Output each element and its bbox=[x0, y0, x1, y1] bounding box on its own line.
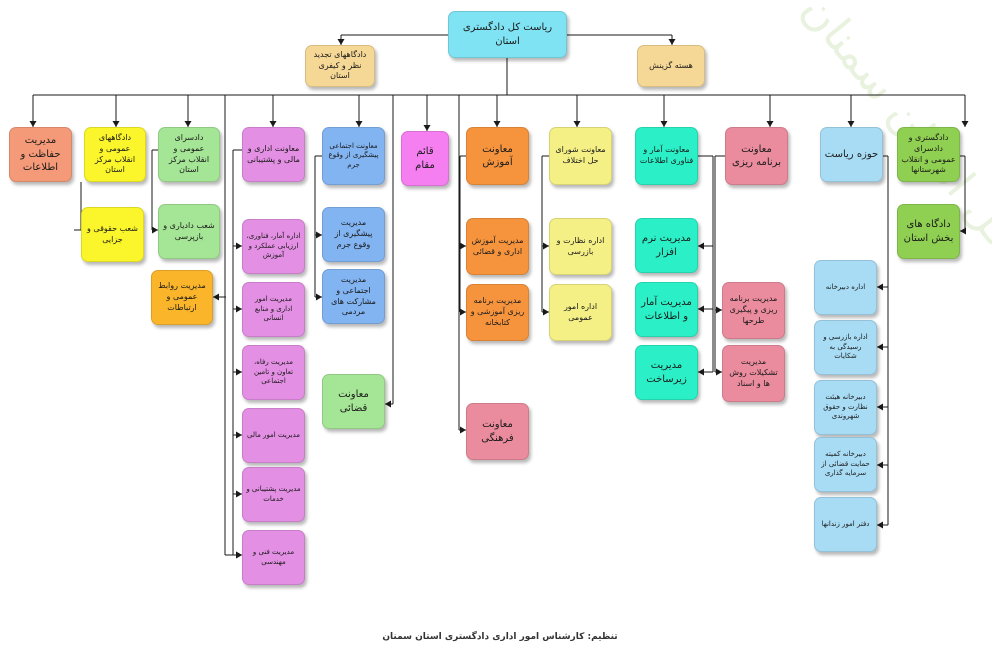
admin-sub2-box: مدیریت امور اداری و منابع انسانی bbox=[242, 282, 305, 337]
connector-arrow bbox=[877, 343, 883, 351]
education-deputy-box: معاونت آموزش bbox=[466, 127, 529, 185]
connector-arrow bbox=[460, 308, 466, 316]
planning-followup-box: مدیریت برنامه ریزی و پیگیری طرحها bbox=[722, 282, 785, 339]
inspection-branches-box: شعب دادیاری و بازپرسی bbox=[158, 204, 220, 259]
credit-footer: تنظیم: کارشناس امور اداری دادگستری استان… bbox=[382, 632, 618, 642]
connector-arrow bbox=[660, 121, 668, 127]
connector-arrow bbox=[337, 39, 345, 45]
district-courts-box: دادگاه های بخش استان bbox=[897, 204, 960, 259]
connector-arrow bbox=[152, 226, 158, 234]
edu-judicial-box: مدیریت آموزش اداری و قضائی bbox=[466, 218, 529, 275]
social-participation-box: مدیریت اجتماعی و مشارکت های مردمی bbox=[322, 269, 385, 324]
connector-arrow bbox=[213, 293, 219, 301]
connector-arrow bbox=[460, 242, 466, 250]
authority-box: قائم مقام bbox=[401, 131, 449, 186]
connector-arrow bbox=[423, 125, 431, 131]
connector-arrow bbox=[698, 242, 704, 250]
methods-box: مدیریت تشکیلات روش ها و اسناد bbox=[722, 345, 785, 402]
connector-arrow bbox=[29, 121, 37, 127]
connector-arrow bbox=[877, 403, 883, 411]
selection-box: هسته گزینش bbox=[637, 45, 705, 87]
connector-arrow bbox=[877, 461, 883, 469]
connector-arrow bbox=[543, 242, 549, 250]
connector-arrow bbox=[316, 293, 322, 301]
office-sub3-box: دبیرخانه هیئت نظارت و حقوق شهروندی bbox=[814, 380, 877, 435]
connector-arrow bbox=[236, 431, 242, 439]
connector-arrow bbox=[766, 121, 774, 127]
judicial-deputy-box: معاونت قضائی bbox=[322, 374, 385, 429]
office-box: حوزه ریاست bbox=[820, 127, 883, 182]
connector-arrow bbox=[493, 121, 501, 127]
admin-sub3-box: مدیریت رفاه، تعاون و تامین اجتماعی bbox=[242, 345, 305, 400]
connector-arrow bbox=[236, 242, 242, 250]
office-sub1-box: اداره دبیرخانه bbox=[814, 260, 877, 315]
public-affairs-box: اداره امور عمومی bbox=[549, 284, 612, 341]
connector-arrow bbox=[236, 305, 242, 313]
it-deputy-box: معاونت آمار و فناوری اطلاعات bbox=[635, 127, 698, 185]
prosecutor-center-box: دادسرای عمومی و انقلاب مرکز استان bbox=[158, 127, 220, 182]
connector-arrow bbox=[573, 121, 581, 127]
admin-sub4-box: مدیریت امور مالی bbox=[242, 408, 305, 463]
admin-deputy-box: معاونت اداری و مالی و پشتیبانی bbox=[242, 127, 305, 182]
planning-deputy-box: معاونت برنامه ریزی bbox=[725, 127, 788, 185]
connector-arrow bbox=[269, 121, 277, 127]
civil-branches-box: شعب حقوقی و جزایی bbox=[81, 207, 144, 262]
office-sub5-box: دفتر امور زندانها bbox=[814, 497, 877, 552]
head-box: ریاست کل دادگستری استان bbox=[448, 11, 567, 58]
connector-arrow bbox=[236, 368, 242, 376]
connector-arrow bbox=[460, 426, 466, 434]
connector-arrow bbox=[385, 400, 391, 408]
county-courts-box: دادگستری و دادسرای عمومی و انقلاب شهرستا… bbox=[897, 127, 960, 182]
connector-arrow bbox=[877, 521, 883, 529]
connector-arrow bbox=[316, 231, 322, 239]
admin-sub6-box: مدیریت فنی و مهندسی bbox=[242, 530, 305, 585]
courts-review-box: دادگاههای تجدید نظر و کیفری استان bbox=[305, 45, 375, 87]
connector-arrow bbox=[716, 306, 722, 314]
cultural-deputy-box: معاونت فرهنگی bbox=[466, 403, 529, 460]
connector-arrow bbox=[236, 490, 242, 498]
statistics-box: مدیریت آمار و اطلاعات bbox=[635, 282, 698, 337]
software-box: مدیریت نرم افزار bbox=[635, 218, 698, 273]
connector-arrow bbox=[112, 121, 120, 127]
infrastructure-box: مدیریت زیرساخت bbox=[635, 345, 698, 400]
admin-sub5-box: مدیریت پشتیبانی و خدمات bbox=[242, 467, 305, 522]
connector-arrow bbox=[236, 551, 242, 559]
social-deputy-box: معاونت اجتماعی پیشگیری از وقوع جرم bbox=[322, 127, 385, 185]
office-sub4-box: دبیرخانه کمیته حمایت قضائی از سرمایه گذا… bbox=[814, 437, 877, 492]
crime-prevention-box: مدیریت پیشگیری از وقوع جرم bbox=[322, 207, 385, 262]
dispute-deputy-box: معاونت شورای حل اختلاف bbox=[549, 127, 612, 185]
connector-arrow bbox=[355, 121, 363, 127]
connector-arrow bbox=[698, 305, 704, 313]
connector-arrow bbox=[960, 227, 966, 235]
public-relations-box: مدیریت روابط عمومی و ارتباطات bbox=[151, 270, 213, 325]
connector-arrow bbox=[847, 121, 855, 127]
protection-box: مدیریت حفاظت و اطلاعات bbox=[9, 127, 72, 182]
connector-arrow bbox=[961, 121, 969, 127]
office-sub2-box: اداره بازرسی و رسیدگی به شکایات bbox=[814, 320, 877, 375]
center-courts-box: دادگاههای عمومی و انقلاب مرکز استان bbox=[84, 127, 146, 182]
connector-arrow bbox=[668, 39, 676, 45]
connector-arrow bbox=[184, 121, 192, 127]
admin-sub1-box: اداره آمار، فناوری، ارزیابی عملکرد و آمو… bbox=[242, 219, 305, 274]
connector-arrow bbox=[716, 368, 722, 376]
connector-arrow bbox=[543, 308, 549, 316]
edu-planning-box: مدیریت برنامه ریزی آموزشی و کتابخانه bbox=[466, 284, 529, 341]
connector-arrow bbox=[877, 283, 883, 291]
connector-arrow bbox=[698, 368, 704, 376]
supervision-box: اداره نظارت و بازرسی bbox=[549, 218, 612, 275]
